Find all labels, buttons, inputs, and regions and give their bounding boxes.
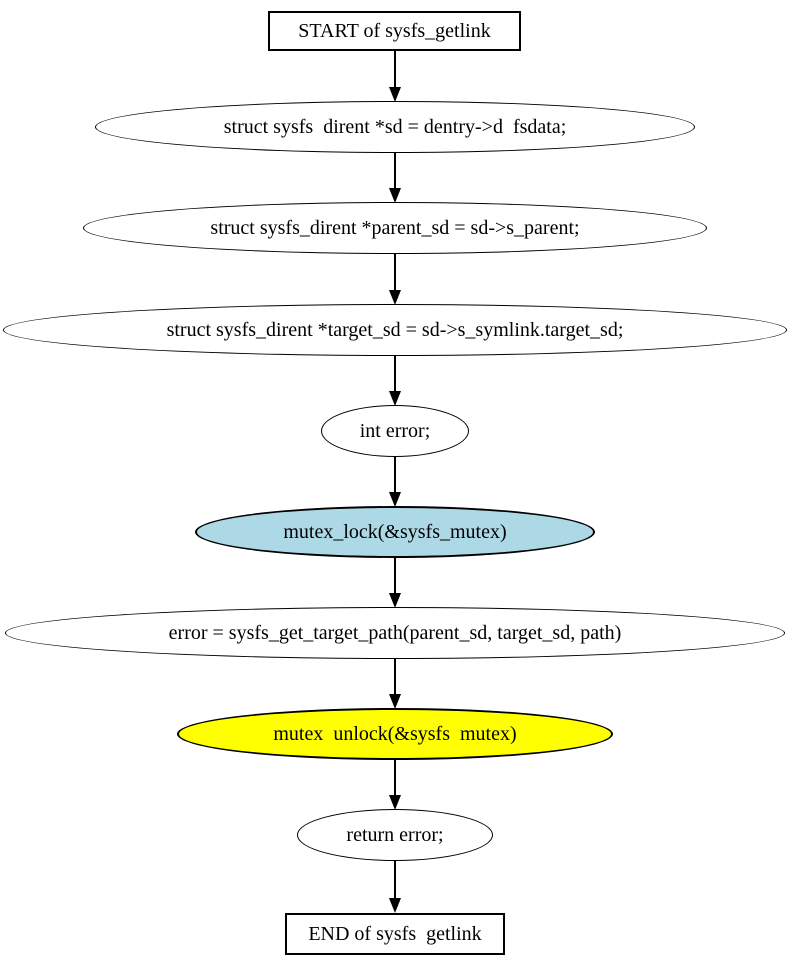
stmt-sd-assign-label: struct sysfs dirent *sd = dentry->d fsda… — [223, 116, 567, 138]
arrow-line — [394, 51, 396, 88]
flow-arrow — [388, 457, 402, 507]
arrow-head-icon — [389, 87, 401, 102]
mutex-unlock-label: mutex unlock(&sysfs mutex) — [273, 723, 517, 745]
flow-arrow — [388, 356, 402, 406]
start-node-label: START of sysfs_getlink — [298, 20, 491, 42]
stmt-target-sd-node: struct sysfs_dirent *target_sd = sd->s_s… — [3, 304, 787, 356]
arrow-line — [394, 659, 396, 695]
arrow-head-icon — [389, 391, 401, 406]
arrow-line — [394, 861, 396, 899]
arrow-head-icon — [389, 492, 401, 507]
mutex-lock-node: mutex_lock(&sysfs_mutex) — [195, 506, 595, 558]
end-node: END of sysfs getlink — [285, 913, 505, 955]
flow-arrow — [388, 659, 402, 709]
mutex-lock-label: mutex_lock(&sysfs_mutex) — [283, 521, 507, 543]
arrow-line — [394, 356, 396, 392]
stmt-parent-sd-label: struct sysfs_dirent *parent_sd = sd->s_p… — [210, 217, 580, 239]
arrow-line — [394, 558, 396, 594]
mutex-unlock-node: mutex unlock(&sysfs mutex) — [177, 708, 613, 760]
flow-arrow — [388, 861, 402, 913]
arrow-head-icon — [389, 898, 401, 913]
stmt-get-target-path-node: error = sysfs_get_target_path(parent_sd,… — [5, 607, 785, 659]
flow-arrow — [388, 558, 402, 608]
arrow-line — [394, 457, 396, 493]
arrow-head-icon — [389, 795, 401, 810]
arrow-line — [394, 153, 396, 189]
arrow-line — [394, 254, 396, 291]
stmt-return-error-node: return error; — [297, 809, 493, 861]
end-node-label: END of sysfs getlink — [308, 923, 482, 945]
flow-arrow — [388, 51, 402, 102]
stmt-target-sd-label: struct sysfs_dirent *target_sd = sd->s_s… — [166, 319, 624, 341]
arrow-head-icon — [389, 694, 401, 709]
stmt-sd-assign-node: struct sysfs dirent *sd = dentry->d fsda… — [95, 101, 695, 153]
stmt-get-target-path-label: error = sysfs_get_target_path(parent_sd,… — [168, 622, 622, 644]
arrow-head-icon — [389, 188, 401, 203]
start-node: START of sysfs_getlink — [268, 11, 521, 51]
flow-arrow — [388, 254, 402, 305]
flow-arrow — [388, 760, 402, 810]
stmt-parent-sd-node: struct sysfs_dirent *parent_sd = sd->s_p… — [83, 202, 707, 254]
arrow-head-icon — [389, 593, 401, 608]
stmt-int-error-label: int error; — [359, 420, 431, 442]
stmt-int-error-node: int error; — [321, 405, 469, 457]
arrow-line — [394, 760, 396, 796]
arrow-head-icon — [389, 290, 401, 305]
flow-arrow — [388, 153, 402, 203]
stmt-return-error-label: return error; — [346, 824, 444, 846]
